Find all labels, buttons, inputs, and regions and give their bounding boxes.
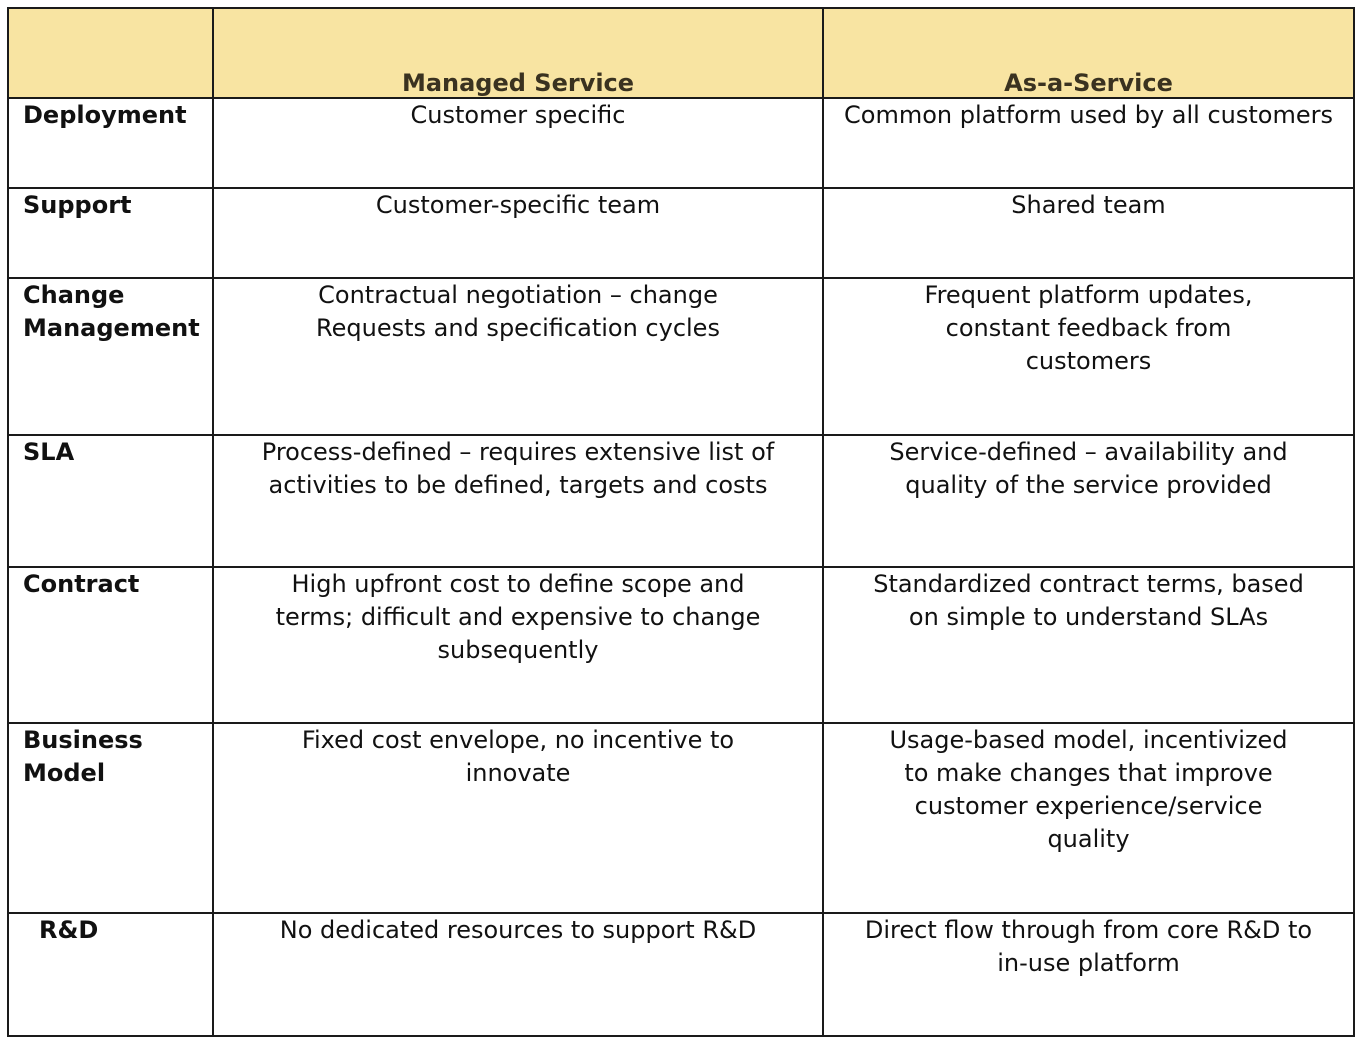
table-row-change-management: Change Management Contractual negotiatio… [7, 277, 1355, 436]
comparison-table: Managed Service As-a-Service Deployment … [7, 7, 1355, 1037]
aas-cell-change-management: Frequent platform updates, constant feed… [822, 277, 1355, 436]
header-as-a-service: As-a-Service [822, 7, 1355, 99]
managed-cell-rnd: No dedicated resources to support R&D [212, 912, 824, 1037]
aas-cell-text: Shared team [1011, 191, 1166, 219]
table-header: Managed Service As-a-Service [7, 7, 1355, 99]
table-row-business-model: Business Model Fixed cost envelope, no i… [7, 722, 1355, 914]
aas-cell-contract: Standardized contract terms, based on si… [822, 566, 1355, 724]
row-label-rnd: R&D [7, 912, 214, 1037]
managed-cell-change-management: Contractual negotiation – change Request… [212, 277, 824, 436]
header-managed-service: Managed Service [212, 7, 824, 99]
aas-cell-sla: Service-defined – availability and quali… [822, 434, 1355, 568]
row-label-text: R&D [39, 916, 99, 944]
table-row-contract: Contract High upfront cost to define sco… [7, 566, 1355, 724]
managed-cell-sla: Process-defined – requires extensive lis… [212, 434, 824, 568]
row-label-text: Support [23, 191, 132, 219]
aas-cell-text: Direct flow through from core R&D to in-… [864, 916, 1313, 977]
managed-cell-business-model: Fixed cost envelope, no incentive to inn… [212, 722, 824, 914]
aas-cell-text: Standardized contract terms, based on si… [873, 570, 1304, 631]
managed-cell-support: Customer-specific team [212, 187, 824, 279]
row-label-text: Contract [23, 570, 140, 598]
row-label-change-management: Change Management [7, 277, 214, 436]
aas-cell-text: Frequent platform updates, constant feed… [924, 281, 1253, 375]
header-row: Managed Service As-a-Service [7, 7, 1355, 99]
row-label-text: Deployment [23, 101, 187, 129]
managed-cell-text: Customer-specific team [375, 191, 661, 219]
row-label-text: Business Model [23, 726, 143, 787]
managed-cell-contract: High upfront cost to define scope and te… [212, 566, 824, 724]
table-row-deployment: Deployment Customer specific Common plat… [7, 97, 1355, 189]
aas-cell-rnd: Direct flow through from core R&D to in-… [822, 912, 1355, 1037]
table-row-support: Support Customer-specific team Shared te… [7, 187, 1355, 279]
row-label-text: SLA [23, 438, 75, 466]
managed-cell-text: No dedicated resources to support R&D [279, 916, 757, 944]
row-label-business-model: Business Model [7, 722, 214, 914]
row-label-contract: Contract [7, 566, 214, 724]
row-label-text: Change Management [23, 281, 200, 342]
managed-cell-deployment: Customer specific [212, 97, 824, 189]
managed-cell-text: Process-defined – requires extensive lis… [261, 438, 775, 499]
aas-cell-deployment: Common platform used by all customers [822, 97, 1355, 189]
row-label-deployment: Deployment [7, 97, 214, 189]
aas-cell-business-model: Usage-based model, incentivized to make … [822, 722, 1355, 914]
table-row-sla: SLA Process-defined – requires extensive… [7, 434, 1355, 568]
table-row-rnd: R&D No dedicated resources to support R&… [7, 912, 1355, 1037]
managed-cell-text: Contractual negotiation – change Request… [316, 281, 720, 342]
managed-cell-text: High upfront cost to define scope and te… [275, 570, 761, 664]
managed-cell-text: Fixed cost envelope, no incentive to inn… [301, 726, 735, 787]
managed-cell-text: Customer specific [410, 101, 626, 129]
row-label-support: Support [7, 187, 214, 279]
aas-cell-support: Shared team [822, 187, 1355, 279]
aas-cell-text: Service-defined – availability and quali… [889, 438, 1288, 499]
table-body: Deployment Customer specific Common plat… [7, 97, 1355, 1037]
header-corner-cell [7, 7, 214, 99]
aas-cell-text: Usage-based model, incentivized to make … [889, 726, 1288, 853]
aas-cell-text: Common platform used by all customers [844, 101, 1333, 129]
row-label-sla: SLA [7, 434, 214, 568]
